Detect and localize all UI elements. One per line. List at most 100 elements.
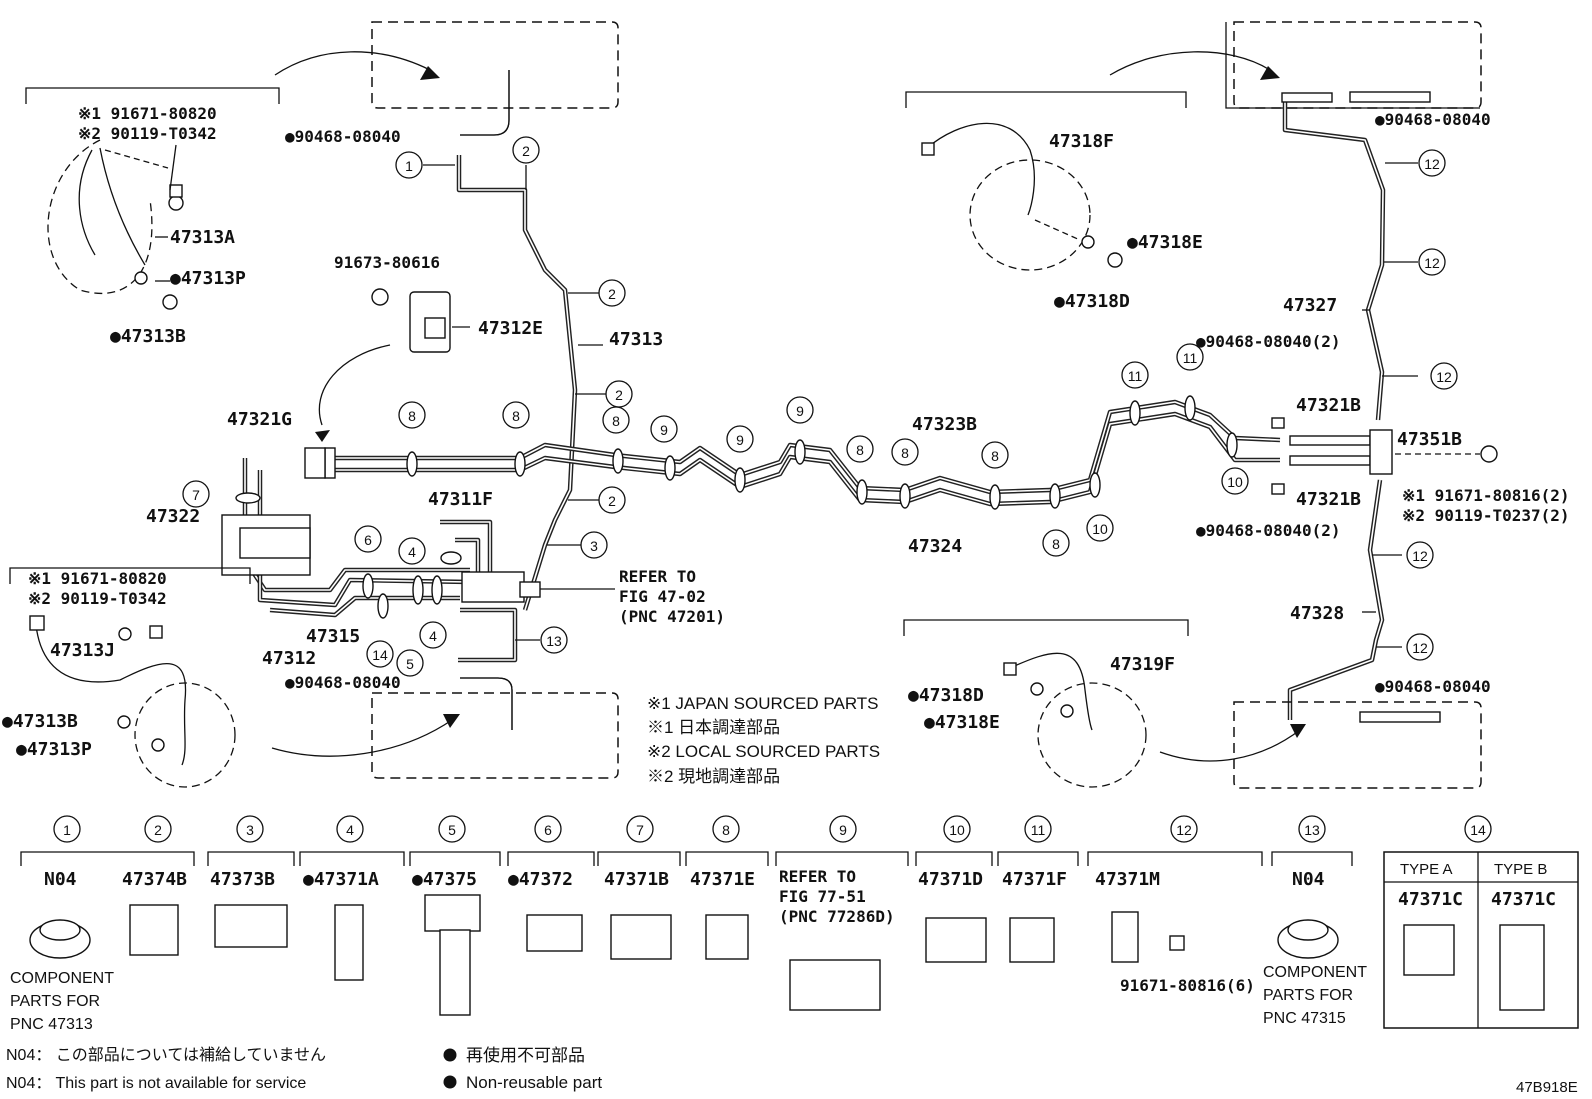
callout-1: 1 [395, 151, 423, 179]
ref-fig-47-02-c: (PNC 47201) [619, 607, 725, 626]
callout-number: 13 [1304, 822, 1320, 838]
callout-circle [540, 626, 568, 654]
callout-circle [53, 815, 81, 843]
callout-number: 8 [722, 822, 730, 838]
detail-47319F [903, 619, 1189, 788]
callout-circle [419, 621, 447, 649]
callout-8: 8 [398, 401, 426, 429]
callout-12: 12 [1430, 362, 1458, 390]
label-91671-80816-2: ※1 91671-80816(2) [1402, 486, 1570, 505]
legend-type-a-part: 47371C [1398, 889, 1463, 910]
callout-12: 12 [1406, 541, 1434, 569]
callout-number: 12 [1424, 255, 1440, 271]
callout-number: 9 [736, 432, 744, 448]
callout-circle [144, 815, 172, 843]
callout-number: 8 [1052, 536, 1060, 552]
callout-number: 10 [1092, 521, 1108, 537]
legend-part-8: 47371E [690, 869, 755, 890]
callout-circle [1024, 815, 1052, 843]
callout-number: 9 [660, 422, 668, 438]
callout-1: 1 [53, 815, 81, 843]
callout-circle [891, 438, 919, 466]
callout-circle [981, 441, 1009, 469]
label-90119-t0342-a: ※2 90119-T0342 [78, 124, 217, 143]
callout-number: 5 [448, 822, 456, 838]
callout-number: 11 [1183, 350, 1198, 366]
callout-number: 10 [949, 822, 965, 838]
callout-12: 12 [1418, 149, 1446, 177]
legend-part-10: 47371D [918, 869, 983, 890]
callout-circle [182, 480, 210, 508]
tube-47313 [456, 155, 578, 611]
detail-47313A [25, 87, 280, 310]
callout-number: 13 [546, 633, 562, 649]
legend-part-3: 47373B [210, 869, 275, 890]
label-90468-right-top: ●90468-08040 [1375, 110, 1491, 129]
callout-circle [236, 815, 264, 843]
legend-text: N04 47374B 47373B ●47371A ●47375 ●47372 … [6, 861, 1578, 1096]
callout-number: 8 [512, 408, 520, 424]
component-a-1: COMPONENT [10, 970, 114, 987]
callout-2: 2 [605, 380, 633, 408]
callout-number: 12 [1412, 640, 1428, 656]
label-47327: 47327 [1283, 295, 1337, 316]
callout-9: 9 [650, 415, 678, 443]
junction-47351B [1271, 417, 1498, 495]
callout-12: 12 [1170, 815, 1198, 843]
callout-3: 3 [236, 815, 264, 843]
callout-5: 5 [438, 815, 466, 843]
label-47318D-b: ●47318D [908, 685, 984, 706]
label-90119-t0342-b: ※2 90119-T0342 [28, 589, 167, 608]
callout-number: 7 [192, 487, 200, 503]
callout-circle [846, 435, 874, 463]
callout-circle [1170, 815, 1198, 843]
callout-circle [398, 537, 426, 565]
callout-circle [1406, 541, 1434, 569]
callout-number: 2 [608, 493, 616, 509]
callout-5: 5 [396, 649, 424, 677]
label-90468-right-bottom: ●90468-08040 [1375, 677, 1491, 696]
bracket-47312E [315, 288, 470, 442]
callout-circle [502, 401, 530, 429]
label-47318E-a: ●47318E [1127, 232, 1203, 253]
non-reusable-jp: 再使用不可部品 [466, 1045, 585, 1065]
detail-47318F [905, 91, 1187, 271]
legend-part-7: 47371B [604, 869, 669, 890]
label-47313B-a: ●47313B [110, 326, 186, 347]
legend-part-12: 47371M [1095, 869, 1160, 890]
callout-9: 9 [829, 815, 857, 843]
callout-number: 11 [1031, 822, 1046, 838]
callout-number: 11 [1128, 368, 1143, 384]
callout-circle [1406, 633, 1434, 661]
callout-circle [438, 815, 466, 843]
callout-2: 2 [144, 815, 172, 843]
callout-number: 4 [429, 628, 437, 644]
callout-circle [336, 815, 364, 843]
detail-box-bottom-left [271, 677, 619, 779]
callout-circle [580, 531, 608, 559]
callout-circle [602, 406, 630, 434]
detail-box-top-left [274, 21, 619, 136]
callout-circle [1176, 343, 1204, 371]
label-90119-t0237-2: ※2 90119-T0237(2) [1402, 506, 1570, 525]
label-47313A: 47313A [170, 227, 235, 248]
callout-circle [396, 649, 424, 677]
note-local-jp: ※2 現地調達部品 [647, 767, 780, 786]
callout-circle [598, 279, 626, 307]
callout-number: 3 [246, 822, 254, 838]
callout-8: 8 [846, 435, 874, 463]
callout-13: 13 [1298, 815, 1326, 843]
callout-7: 7 [182, 480, 210, 508]
callout-circle [366, 640, 394, 668]
callout-8: 8 [1042, 529, 1070, 557]
callout-number: 12 [1176, 822, 1192, 838]
callout-circle [398, 401, 426, 429]
legend-part-11: 47371F [1002, 869, 1067, 890]
callout-number: 8 [991, 448, 999, 464]
callout-2: 2 [598, 279, 626, 307]
callout-circle [1042, 529, 1070, 557]
label-47321B-top: 47321B [1296, 395, 1361, 416]
callout-number: 6 [544, 822, 552, 838]
callout-2: 2 [598, 486, 626, 514]
label-91673-80616: 91673-80616 [334, 253, 440, 272]
